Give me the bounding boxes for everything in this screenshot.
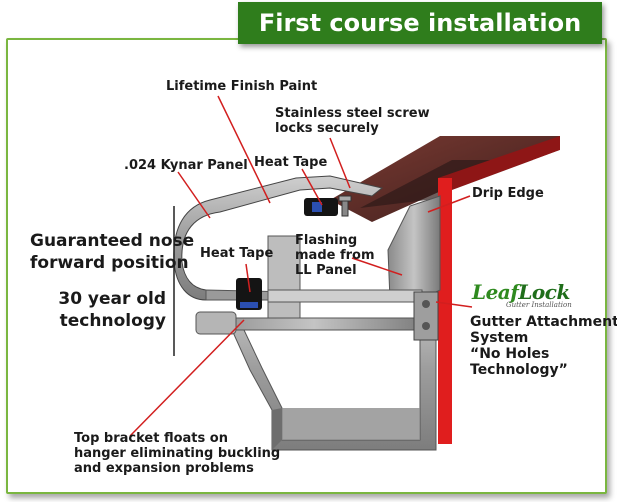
leader-kynar: [177, 171, 211, 219]
page-title: First course installation: [238, 2, 602, 44]
label-guaranteed-nose: Guaranteed nose forward position: [30, 231, 194, 273]
label-drip-edge: Drip Edge: [472, 186, 544, 201]
leader-heat-tape-inner: [245, 263, 251, 293]
leader-lines: [129, 95, 473, 437]
label-heat-tape-top: Heat Tape: [254, 155, 328, 170]
fascia-board: [438, 136, 560, 444]
leader-gutter-attachment: [435, 301, 473, 308]
gutter-body: [231, 287, 437, 451]
leader-flashing: [351, 257, 403, 276]
label-kynar-panel: .024 Kynar Panel: [124, 158, 248, 173]
stainless-screw-icon: [338, 195, 352, 217]
leader-heat-tape-top: [301, 168, 323, 206]
leaflock-logo: LeafLock Gutter Installation: [472, 280, 572, 309]
label-heat-tape-inner: Heat Tape: [200, 246, 274, 261]
label-thirty-year: 30 year old technology: [58, 289, 166, 331]
flashing-piece: [387, 195, 441, 301]
label-top-bracket: Top bracket floats on hanger eliminating…: [74, 431, 281, 476]
label-lifetime-paint: Lifetime Finish Paint: [166, 79, 318, 94]
leader-lifetime-paint: [217, 95, 271, 204]
leader-top-bracket: [129, 319, 245, 437]
label-gutter-attachment: Gutter Attachment System “No Holes Techn…: [470, 314, 617, 378]
label-stainless-screw: Stainless steel screw locks securely: [275, 106, 430, 136]
leader-drip-edge: [427, 195, 471, 213]
leader-screw: [329, 137, 351, 189]
gutter-bracket: [267, 235, 439, 341]
heat-tape-blocks: [236, 198, 338, 310]
label-flashing: Flashing made from LL Panel: [295, 233, 375, 278]
